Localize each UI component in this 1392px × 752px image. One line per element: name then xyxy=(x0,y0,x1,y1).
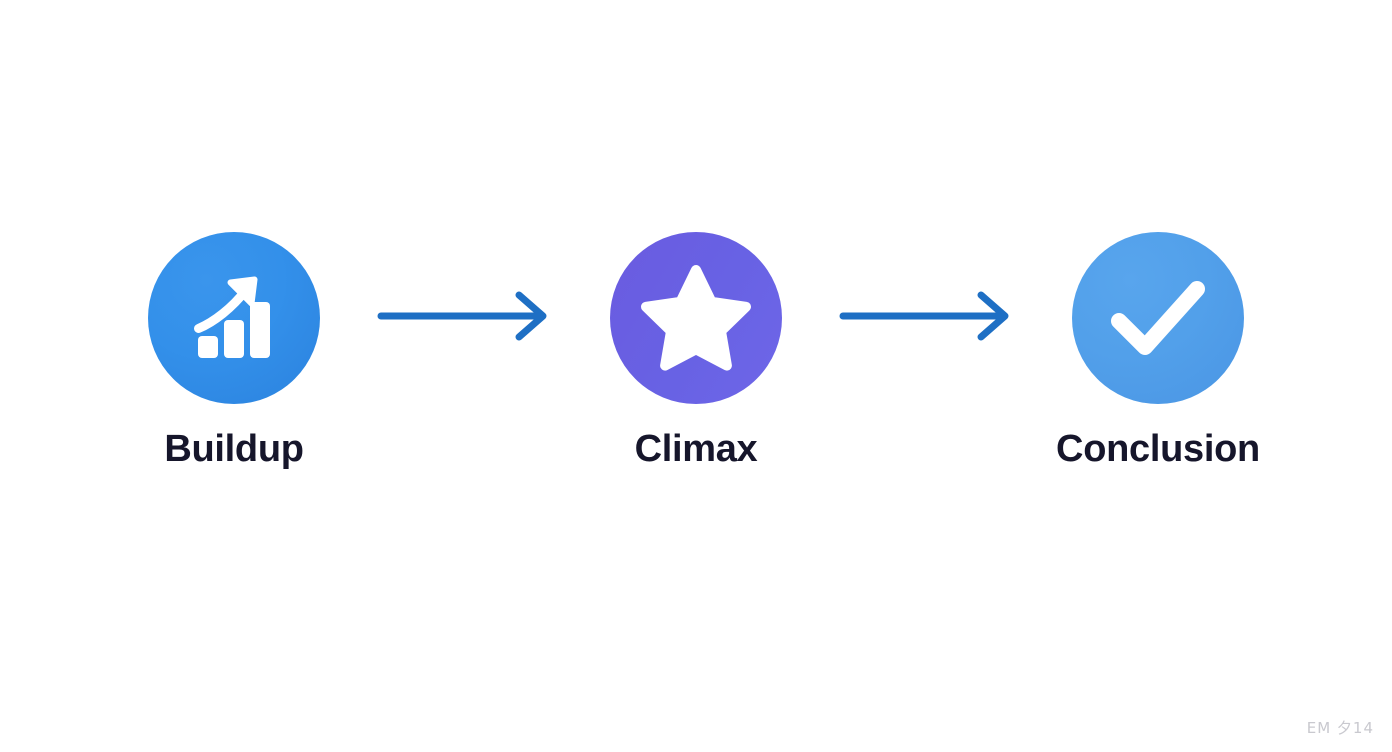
buildup-label: Buildup xyxy=(164,428,304,470)
check-icon xyxy=(1103,263,1213,373)
flow-node-conclusion[interactable]: Conclusion xyxy=(1033,232,1283,468)
conclusion-circle[interactable] xyxy=(1072,232,1244,404)
star-icon xyxy=(640,262,752,374)
climax-circle[interactable] xyxy=(610,232,782,404)
watermark: EM 夕14 xyxy=(1306,719,1374,737)
buildup-circle[interactable] xyxy=(148,232,320,404)
growth-chart-icon xyxy=(180,264,288,372)
conclusion-label: Conclusion xyxy=(1056,428,1260,470)
climax-label: Climax xyxy=(634,428,758,470)
connector-buildup-to-climax xyxy=(359,232,571,404)
flow-node-climax[interactable]: Climax xyxy=(571,232,821,468)
arrow-right-icon xyxy=(375,286,555,351)
flow-node-buildup[interactable]: Buildup xyxy=(109,232,359,468)
connector-climax-to-conclusion xyxy=(821,232,1033,404)
arrow-right-icon xyxy=(837,286,1017,351)
flow-sequence: Buildup Climax xyxy=(109,232,1283,468)
